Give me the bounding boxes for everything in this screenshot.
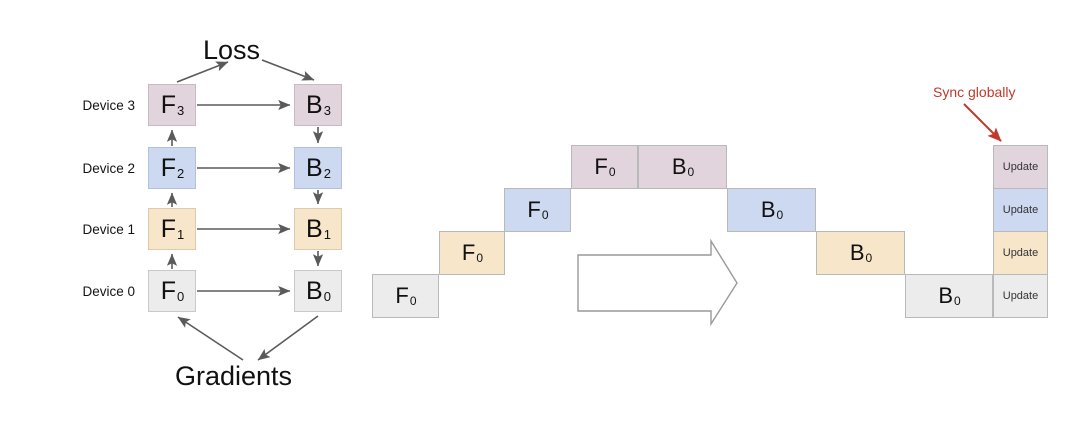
backward-block-subscript-0: 0 [323, 288, 331, 304]
gradients-label: Gradients [175, 361, 293, 391]
forward-block-subscript-1: 1 [177, 226, 185, 242]
arrow-f3-to-loss [176, 61, 229, 83]
loss-label: Loss [203, 35, 261, 65]
forward-block-letter-0: F [160, 276, 177, 305]
device-label-1: Device 1 [82, 222, 135, 237]
update-block-device-1[interactable]: Update [993, 231, 1048, 275]
timeline-forward-letter-0: F [395, 283, 409, 308]
forward-block-letter-1: F [160, 214, 177, 243]
timeline-forward-letter-2: F [527, 197, 541, 222]
timeline-backward-letter-3: B [671, 154, 687, 179]
timeline-forward-sub-2: 0 [541, 208, 549, 222]
forward-block-subscript-2: 2 [177, 165, 185, 181]
timeline-backward-letter-0: B [938, 283, 953, 308]
arrow-loss-to-b3 [261, 59, 315, 81]
forward-block-letter-2: F [160, 153, 177, 182]
device-label-0: Device 0 [82, 284, 135, 299]
backward-block-letter-2: B [306, 153, 323, 182]
device-label-2: Device 2 [82, 161, 135, 176]
backward-block-letter-0: B [306, 276, 323, 305]
forward-block-subscript-0: 0 [177, 288, 185, 304]
sync-globally-arrow [963, 103, 1002, 142]
timeline-backward-letter-1: B [849, 240, 865, 265]
timeline-backward-sub-1: 0 [865, 251, 873, 265]
backward-block-subscript-1: 1 [323, 226, 331, 242]
timeline-backward-sub-3: 0 [687, 165, 695, 179]
timeline-backward-sub-0: 0 [954, 294, 961, 308]
forward-block-subscript-3: 3 [177, 102, 185, 118]
update-block-device-2[interactable]: Update [993, 188, 1048, 232]
backward-block-letter-3: B [306, 90, 323, 119]
timeline-forward-sub-0: 0 [409, 294, 417, 308]
backward-block-letter-1: B [306, 214, 323, 243]
device-label-3: Device 3 [82, 98, 135, 113]
arrow-gradients-to-f0 [177, 316, 244, 361]
timeline-forward-letter-3: F [594, 154, 608, 179]
forward-block-letter-3: F [160, 90, 177, 119]
time-arrow-label: Time [613, 267, 672, 297]
update-block-device-0[interactable]: Update [993, 274, 1048, 318]
sync-globally-label: Sync globally [933, 84, 1016, 100]
update-block-device-3[interactable]: Update [993, 145, 1048, 189]
timeline-backward-letter-2: B [760, 197, 776, 222]
backward-block-subscript-2: 2 [323, 165, 331, 181]
timeline-forward-sub-3: 0 [608, 165, 616, 179]
timeline-forward-sub-1: 0 [476, 251, 484, 265]
arrow-b0-to-gradients [257, 315, 319, 361]
backward-block-subscript-3: 3 [323, 102, 331, 118]
timeline-forward-letter-1: F [461, 240, 476, 265]
timeline-backward-sub-2: 0 [776, 208, 784, 222]
